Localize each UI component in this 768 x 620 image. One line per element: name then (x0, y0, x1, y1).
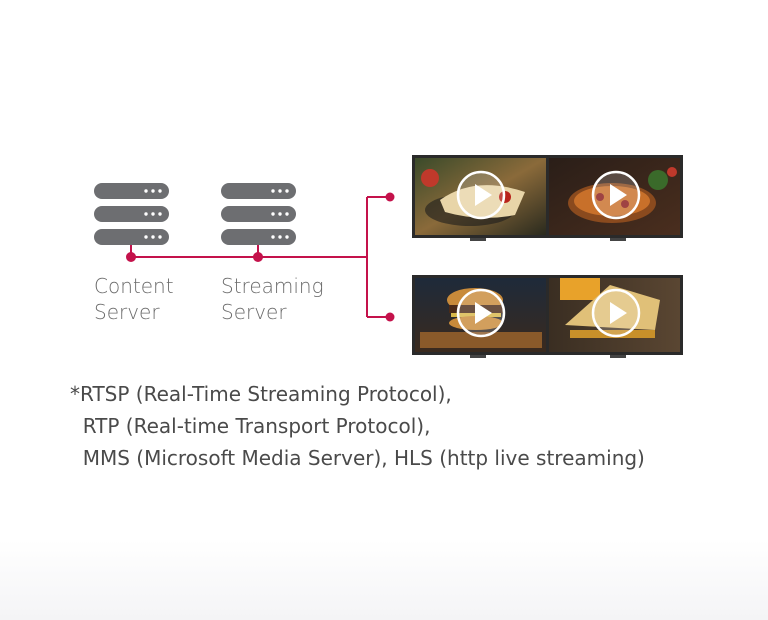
streaming-server-icon (221, 183, 296, 245)
play-icon[interactable] (591, 170, 641, 220)
footnote-line: RTP (Real-time Transport Protocol), (70, 414, 431, 438)
connector-dots (126, 192, 395, 322)
protocol-footnote: *RTSP (Real-Time Streaming Protocol), RT… (70, 378, 645, 474)
streaming-server-label: Streaming Server (221, 274, 324, 324)
play-icon[interactable] (456, 170, 506, 220)
content-server-icon (94, 183, 169, 245)
display-bottom (412, 275, 683, 358)
footnote-line: *RTSP (Real-Time Streaming Protocol), (70, 382, 452, 406)
play-icon[interactable] (591, 288, 641, 338)
footnote-line: MMS (Microsoft Media Server), HLS (http … (70, 446, 645, 470)
display-top (412, 155, 683, 241)
play-icon[interactable] (456, 288, 506, 338)
content-server-label: Content Server (94, 274, 174, 324)
